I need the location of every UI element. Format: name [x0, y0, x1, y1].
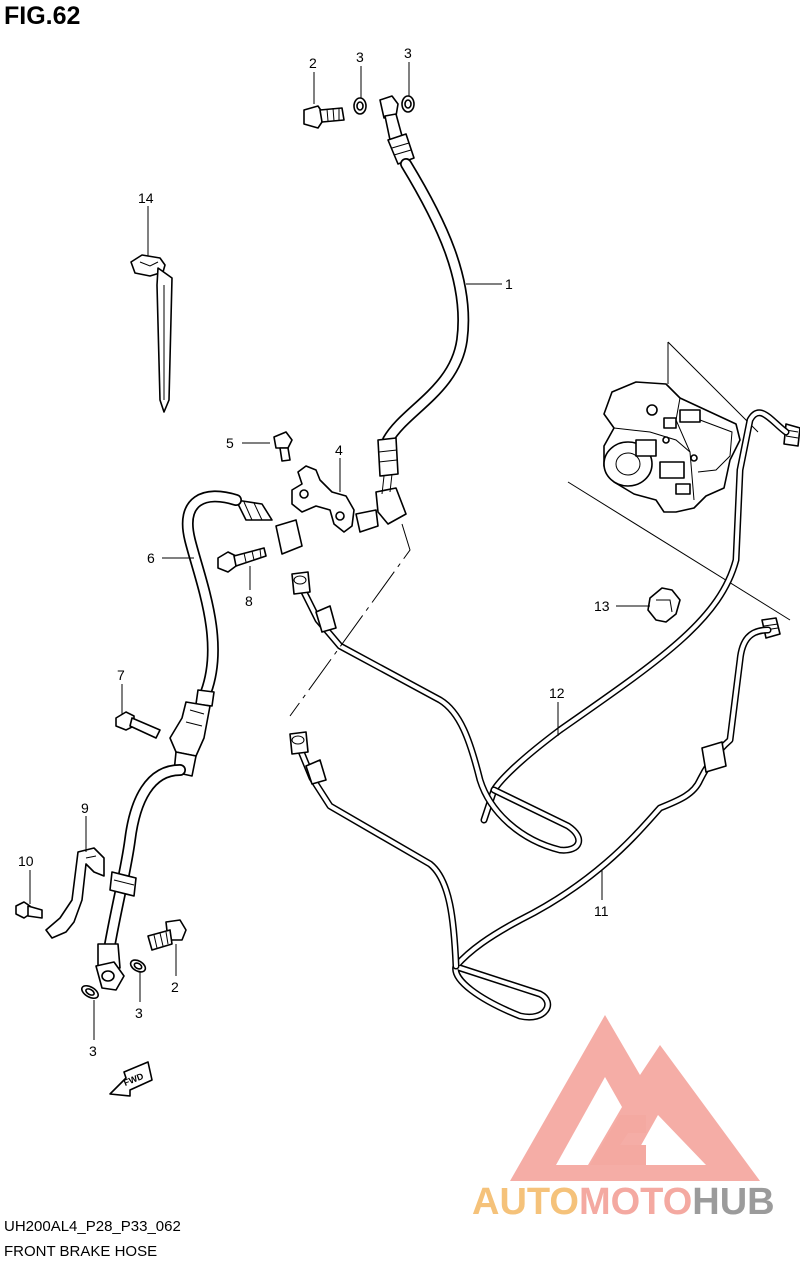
part-2-union-bolt-lower[interactable]	[147, 919, 187, 951]
figure-title: FIG.62	[4, 2, 81, 30]
part-12-brake-pipe[interactable]	[291, 409, 800, 854]
abs-hydraulic-unit[interactable]	[603, 381, 741, 513]
logo-text-moto: MOTO	[578, 1181, 693, 1223]
callout-13: 13	[594, 598, 610, 614]
automotohub-logo-mark	[510, 1015, 760, 1181]
part-14-cable-tie[interactable]	[130, 254, 173, 413]
forward-direction-marker: FWD	[109, 1061, 153, 1097]
abs-reference-line-lower	[567, 481, 791, 621]
part-10-bolt[interactable]	[15, 901, 43, 919]
logo-text-hub: HUB	[692, 1181, 775, 1223]
abs-reference-line-upper	[667, 341, 759, 433]
callout-6: 6	[147, 550, 155, 566]
callout-12: 12	[549, 685, 565, 701]
figure-caption: FRONT BRAKE HOSE	[4, 1243, 158, 1260]
part-8-bolt[interactable]	[217, 547, 267, 573]
callout-2-top: 2	[309, 55, 317, 71]
part-7-bolt[interactable]	[115, 711, 161, 739]
automotohub-logo-text: AUTOMOTOHUB	[472, 1181, 775, 1224]
callout-5: 5	[226, 435, 234, 451]
callout-3-top-b: 3	[404, 45, 412, 61]
callout-10: 10	[18, 853, 34, 869]
part-3-gasket-lower-b[interactable]	[80, 983, 101, 1001]
lower-brake-hose[interactable]	[95, 751, 197, 991]
callout-3-top-a: 3	[356, 49, 364, 65]
part-3-gasket-lower-a[interactable]	[129, 958, 148, 975]
logo-text-auto: AUTO	[472, 1181, 579, 1223]
part-5-bolt[interactable]	[273, 431, 293, 462]
callout-3-lower-a: 3	[135, 1005, 143, 1021]
callout-leaders	[29, 62, 650, 1040]
part-6-front-brake-hose-middle[interactable]	[169, 490, 303, 757]
part-2-union-bolt-top[interactable]	[303, 105, 345, 129]
callout-4: 4	[335, 442, 343, 458]
part-1-front-brake-hose-upper[interactable]	[375, 95, 470, 525]
callout-8: 8	[245, 593, 253, 609]
callout-9: 9	[81, 800, 89, 816]
part-11-brake-pipe[interactable]	[289, 617, 781, 1021]
part-3-gasket-top-b[interactable]	[401, 95, 415, 113]
part-13-pipe-clamp[interactable]	[647, 587, 681, 623]
callout-7: 7	[117, 667, 125, 683]
callout-14: 14	[138, 190, 154, 206]
callout-1: 1	[505, 276, 513, 292]
callout-numbers: 2 3 3 1 14 5 4 6 8 7 9 10 2 3 3 13 12 11	[18, 45, 610, 1059]
figure-code: UH200AL4_P28_P33_062	[4, 1218, 181, 1235]
dashed-reference-line	[289, 523, 411, 717]
part-4-hose-bracket[interactable]	[291, 465, 379, 533]
callout-11: 11	[594, 903, 609, 919]
callout-3-lower-b: 3	[89, 1043, 97, 1059]
part-3-gasket-top-a[interactable]	[353, 97, 367, 115]
callout-2-lower: 2	[171, 979, 179, 995]
part-9-hose-clamp[interactable]	[45, 847, 105, 939]
